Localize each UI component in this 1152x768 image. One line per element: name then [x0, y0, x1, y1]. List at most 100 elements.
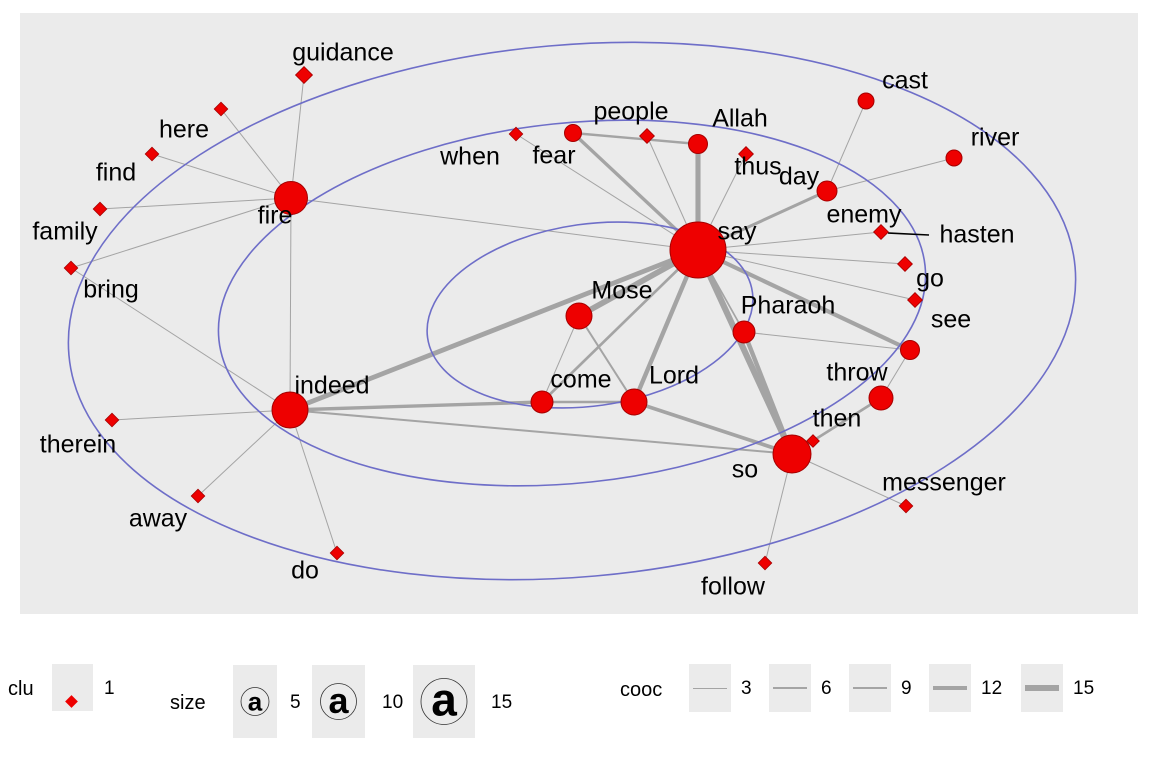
legend-cooc-value-3: 3	[741, 678, 752, 699]
node-label-enemy: enemy	[826, 201, 902, 229]
size-ring-icon	[420, 678, 468, 725]
node-label-guidance: guidance	[292, 39, 393, 67]
graph-node-day	[816, 180, 838, 202]
legend-cooc-value-15: 15	[1073, 678, 1095, 699]
graph-node-so	[772, 434, 812, 474]
node-label-thus: thus	[734, 153, 781, 181]
node-label-messenger: messenger	[882, 469, 1006, 497]
graph-node-see	[900, 340, 920, 360]
cooc-line-icon	[1025, 685, 1059, 691]
graph-edge-Mose-come	[541, 315, 580, 403]
graph-edge-say-see	[697, 248, 911, 352]
legend-cooc-swatch-12	[929, 664, 971, 712]
label-leader-line	[887, 232, 930, 236]
graph-edge-so-messenger	[791, 453, 907, 507]
legend-cooc-swatch-9	[849, 664, 891, 712]
node-label-follow: follow	[701, 573, 766, 601]
node-label-throw: throw	[826, 359, 888, 387]
node-label-find: find	[96, 159, 136, 187]
cooc-line-icon	[773, 687, 807, 689]
node-label-hasten: hasten	[939, 221, 1014, 249]
legend-cooc-title: cooc	[620, 679, 663, 701]
graph-edge-indeed-do	[289, 409, 338, 554]
node-label-see: see	[931, 306, 971, 334]
graph-edge-fire-here	[220, 108, 292, 199]
graph-node-do	[329, 545, 345, 561]
node-label-here: here	[159, 116, 209, 144]
graph-node-bring	[63, 260, 79, 276]
graph-node-throw	[868, 385, 894, 411]
size-ring-icon	[320, 683, 357, 720]
node-label-Allah: Allah	[712, 105, 768, 133]
node-label-when: when	[439, 143, 500, 171]
graph-node-Allah	[688, 134, 708, 154]
legend-size-swatch-5: a	[233, 665, 277, 738]
legend-size-circle-5: a	[240, 686, 270, 716]
node-label-fire: fire	[258, 202, 293, 230]
node-label-do: do	[291, 557, 319, 585]
graph-edge-say-fear	[571, 131, 700, 252]
legend-size-circle-15: a	[420, 674, 468, 726]
legend-cooc-swatch-3	[689, 664, 731, 712]
graph-edge-fire-indeed	[289, 197, 292, 411]
legend-cooc-swatch-15	[1021, 664, 1063, 712]
graph-edge-say-come	[541, 249, 699, 403]
graph-edge-fire-guidance	[290, 74, 305, 199]
node-label-say: say	[718, 218, 757, 246]
graph-node-then	[806, 434, 820, 448]
graph-node-Pharaoh	[732, 320, 756, 344]
node-label-away: away	[129, 505, 188, 533]
graph-node-come	[530, 390, 554, 414]
graph-node-messenger	[898, 498, 914, 514]
node-label-go: go	[916, 265, 944, 293]
legend-cooc-value-12: 12	[981, 678, 1003, 699]
cooc-line-icon	[693, 687, 727, 689]
graph-node-fear	[564, 124, 582, 142]
graph-edge-say-when	[515, 133, 699, 251]
node-label-fear: fear	[532, 142, 575, 170]
legend-size-circle-10: a	[320, 680, 357, 721]
node-label-people: people	[593, 98, 668, 126]
legend-cooc-swatch-6	[769, 664, 811, 712]
cooc-line-icon	[853, 686, 887, 690]
graph-node-go	[907, 292, 923, 308]
graph-edge-say-enemy	[697, 231, 882, 251]
legend-clu-value: 1	[104, 678, 115, 699]
graph-edge-day-cast	[826, 100, 867, 192]
node-label-bring: bring	[83, 276, 139, 304]
graph-node-follow	[757, 555, 773, 571]
graph-edge-fire-bring	[70, 197, 292, 269]
cluster-ring-outer	[67, 41, 1077, 581]
legend-cooc-value-9: 9	[901, 678, 912, 699]
graph-edge-indeed-so	[289, 409, 793, 455]
graph-edge-fire-find	[151, 153, 292, 199]
graph-edge-say-hasten	[697, 249, 906, 265]
graph-edge-come-indeed	[289, 400, 543, 412]
graph-node-guidance	[294, 65, 314, 85]
node-label-Mose: Mose	[591, 277, 652, 305]
node-label-therein: therein	[40, 431, 116, 459]
graph-node-say	[669, 221, 727, 279]
graph-node-river	[945, 149, 963, 167]
graph-node-Mose	[565, 302, 593, 330]
legend-cooc-value-6: 6	[821, 678, 832, 699]
node-label-family: family	[32, 218, 98, 246]
legend-size-swatch-15: a	[413, 665, 475, 738]
node-label-Pharaoh: Pharaoh	[741, 292, 836, 320]
graph-node-thus	[738, 146, 754, 162]
node-label-indeed: indeed	[294, 372, 369, 400]
graph-edge-say-fire	[290, 197, 699, 251]
size-ring-icon	[240, 687, 270, 716]
graph-node-fire	[274, 181, 308, 215]
legend-size-swatch-10: a	[312, 665, 365, 738]
graph-edge-say-indeed	[289, 247, 699, 413]
cluster-ring-middle	[217, 119, 927, 487]
graph-node-enemy	[873, 224, 889, 240]
graph-edge-Pharaoh-so	[741, 331, 795, 455]
graph-edge-Lord-so	[633, 400, 793, 456]
graph-edge-indeed-bring	[70, 267, 291, 411]
node-label-come: come	[550, 366, 611, 394]
graph-edge-fear-Allah	[572, 131, 699, 146]
